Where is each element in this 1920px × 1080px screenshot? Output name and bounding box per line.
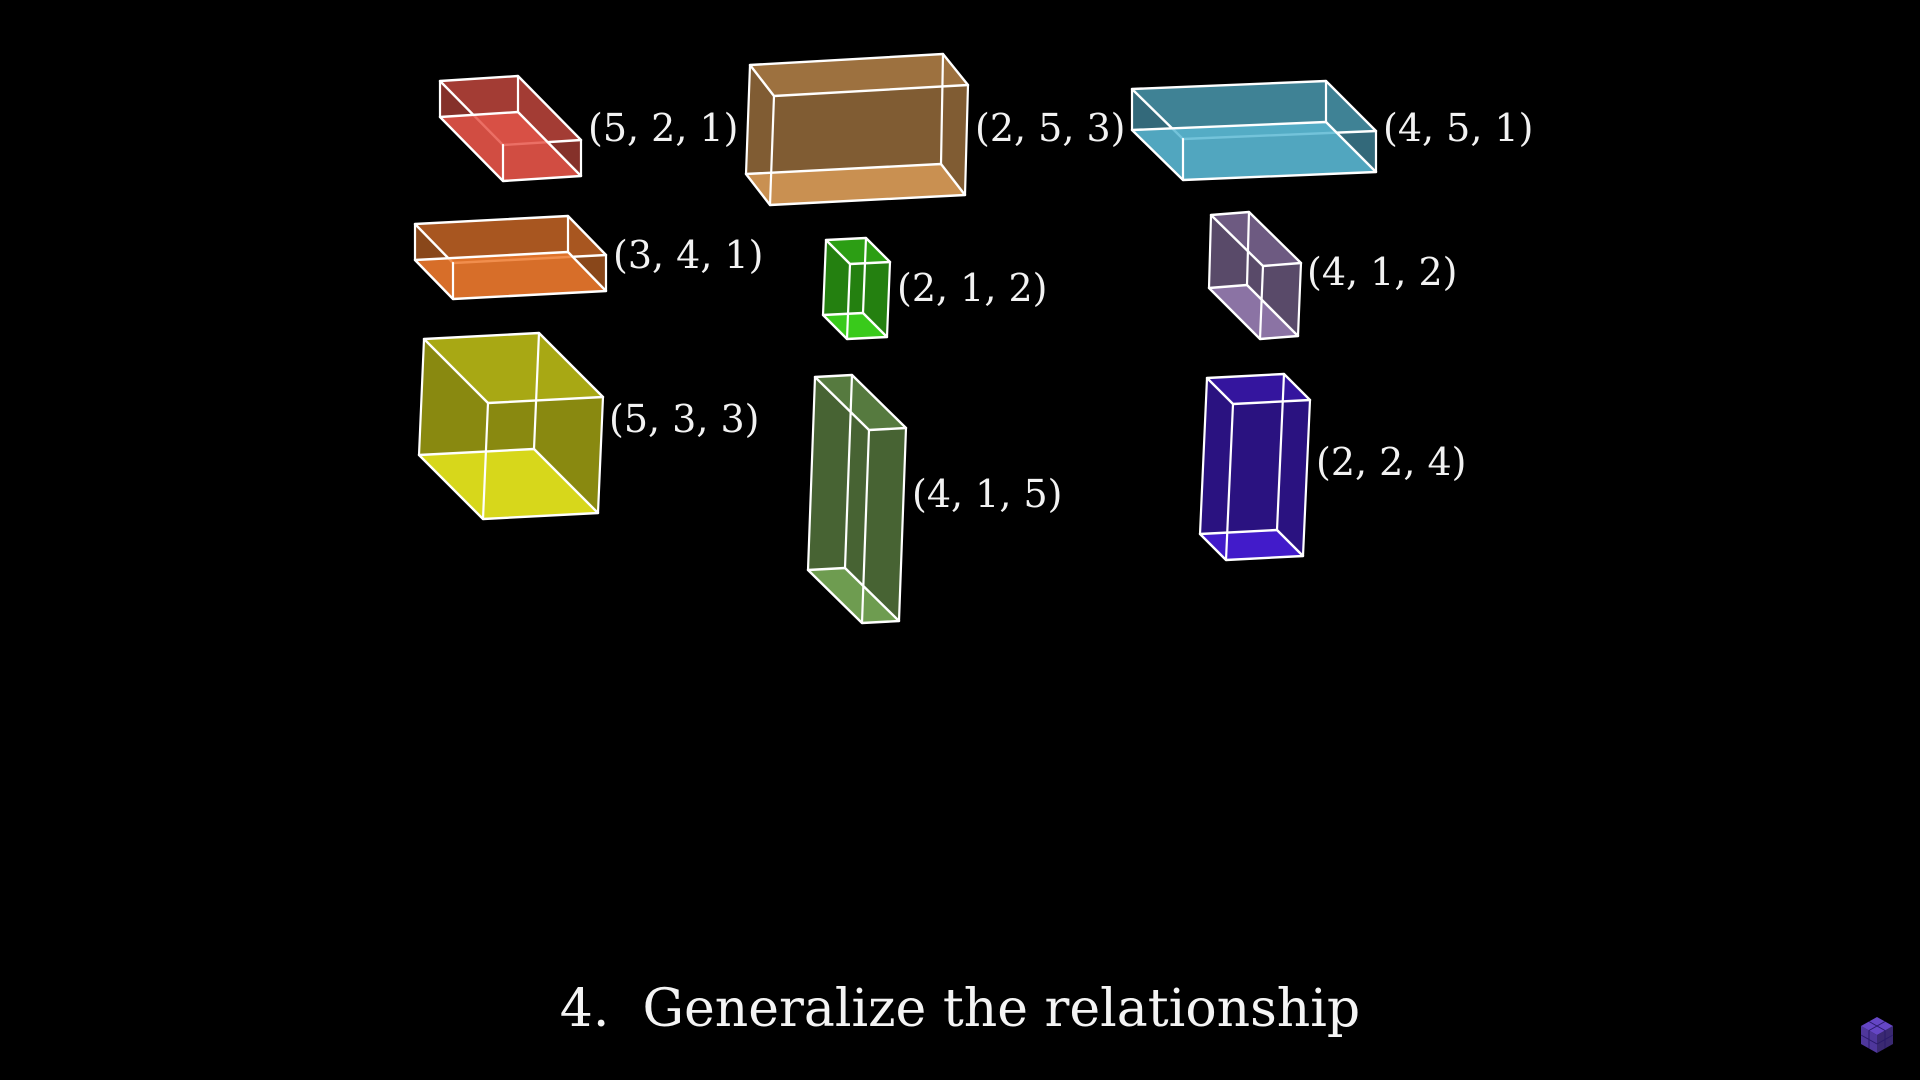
box-label-3-4-1: (3, 4, 1) <box>613 233 764 277</box>
box-side-face <box>1226 400 1310 560</box>
box-4-1-5: (4, 1, 5) <box>806 373 1063 625</box>
box-label-5-3-3: (5, 3, 3) <box>609 397 760 441</box>
box-side-face <box>1200 374 1284 534</box>
box-label-2-1-2: (2, 1, 2) <box>897 266 1048 310</box>
box-side-face <box>845 375 906 621</box>
box-4-5-1: (4, 5, 1) <box>1130 79 1534 182</box>
box-4-1-2: (4, 1, 2) <box>1207 210 1458 341</box>
box-side-face <box>1277 374 1310 556</box>
box-label-4-5-1: (4, 5, 1) <box>1383 106 1534 150</box>
box-3-4-1: (3, 4, 1) <box>413 214 764 301</box>
box-side-face <box>808 377 869 623</box>
box-side-face <box>746 65 774 205</box>
box-2-1-2: (2, 1, 2) <box>821 236 1048 341</box>
box-side-face <box>862 428 906 623</box>
box-label-4-1-2: (4, 1, 2) <box>1307 250 1458 294</box>
box-5-3-3: (5, 3, 3) <box>417 331 760 521</box>
box-label-2-5-3: (2, 5, 3) <box>975 106 1126 150</box>
box-label-4-1-5: (4, 1, 5) <box>912 472 1063 516</box>
box-2-5-3: (2, 5, 3) <box>744 52 1126 207</box>
box-label-2-2-4: (2, 2, 4) <box>1316 440 1467 484</box>
section-caption: 4. Generalize the relationship <box>560 979 1360 1039</box>
box-side-face <box>1200 378 1233 560</box>
box-side-face <box>808 375 852 570</box>
box-2-2-4: (2, 2, 4) <box>1198 372 1467 562</box>
box-label-5-2-1: (5, 2, 1) <box>588 106 739 150</box>
cube-logo-icon <box>1860 1017 1894 1053</box>
box-side-face <box>941 54 968 195</box>
box-5-2-1: (5, 2, 1) <box>438 74 739 183</box>
